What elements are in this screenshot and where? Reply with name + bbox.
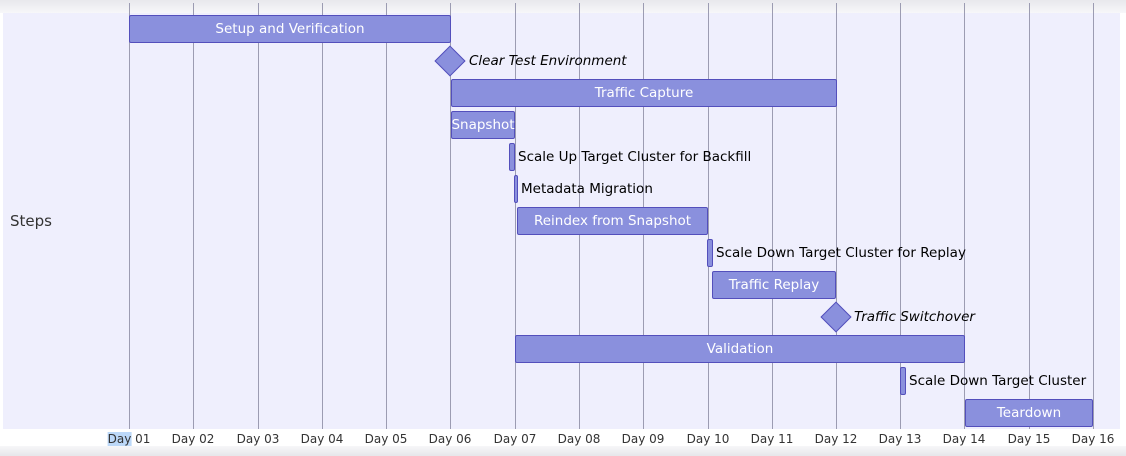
tick-day-02: Day 02 — [171, 432, 215, 446]
bottom-edge — [0, 446, 1126, 456]
grid-line-day-01 — [129, 3, 130, 429]
milestone-label: Traffic Switchover — [854, 309, 975, 325]
grid-line-day-11 — [772, 3, 773, 429]
tick-day-12: Day 12 — [814, 432, 858, 446]
task-label: Metadata Migration — [521, 181, 653, 197]
tick-day-09: Day 09 — [621, 432, 665, 446]
grid-line-day-10 — [708, 3, 709, 429]
grid-line-day-15 — [1029, 3, 1030, 429]
grid-line-day-07 — [515, 3, 516, 429]
tick-day-14: Day 14 — [942, 432, 986, 446]
grid-line-day-05 — [386, 3, 387, 429]
tick-day-06: Day 06 — [428, 432, 472, 446]
milestone-label: Clear Test Environment — [469, 53, 627, 69]
task-label: Setup and Verification — [215, 21, 365, 37]
task-label: Traffic Capture — [594, 85, 694, 101]
task-bar-scale-down-target-cluster-for-replay[interactable] — [707, 239, 713, 267]
grid-line-day-13 — [900, 3, 901, 429]
tick-day-05: Day 05 — [364, 432, 408, 446]
task-label: Reindex from Snapshot — [533, 213, 692, 229]
grid-line-day-14 — [964, 3, 965, 429]
task-bar-scale-down-target-cluster[interactable] — [900, 367, 906, 395]
task-bar-metadata-migration[interactable] — [514, 175, 518, 203]
task-bar-teardown[interactable] — [965, 399, 1093, 427]
tick-day-08: Day 08 — [557, 432, 601, 446]
task-bar-traffic-replay[interactable] — [712, 271, 836, 299]
grid-line-day-02 — [193, 3, 194, 429]
task-bar-reindex-from-snapshot[interactable] — [517, 207, 708, 235]
task-label: Scale Down Target Cluster for Replay — [716, 245, 966, 261]
grid-line-day-03 — [258, 3, 259, 429]
section-label: Steps — [10, 212, 52, 230]
grid-line-day-16 — [1093, 3, 1094, 429]
task-label: Scale Up Target Cluster for Backfill — [518, 149, 752, 165]
task-bar-validation[interactable] — [515, 335, 965, 363]
task-bar-traffic-capture[interactable] — [451, 79, 837, 107]
tick-day-07: Day 07 — [493, 432, 537, 446]
top-edge — [0, 0, 1126, 13]
tick-text: 01 — [131, 432, 151, 446]
grid-line-day-04 — [322, 3, 323, 429]
task-bar-scale-up-target-cluster-for-backfill[interactable] — [509, 143, 515, 171]
task-label: Scale Down Target Cluster — [909, 373, 1087, 389]
tick-day-10: Day 10 — [686, 432, 730, 446]
tick-day-03: Day 03 — [236, 432, 280, 446]
task-bar-setup-and-verification[interactable] — [129, 15, 451, 43]
selected-text: Day — [107, 432, 132, 446]
tick-day-04: Day 04 — [300, 432, 344, 446]
grid-line-day-12 — [836, 3, 837, 429]
tick-day-16: Day 16 — [1071, 432, 1115, 446]
grid-line-day-06 — [450, 3, 451, 429]
task-label: Validation — [706, 341, 774, 357]
task-label: Snapshot — [451, 117, 515, 133]
task-bar-snapshot[interactable] — [451, 111, 515, 139]
tick-day-01: Day 01 — [107, 432, 151, 446]
task-label: Teardown — [996, 405, 1062, 421]
tick-day-13: Day 13 — [878, 432, 922, 446]
tick-day-11: Day 11 — [750, 432, 794, 446]
tick-day-15: Day 15 — [1007, 432, 1051, 446]
task-label: Traffic Replay — [728, 277, 820, 293]
